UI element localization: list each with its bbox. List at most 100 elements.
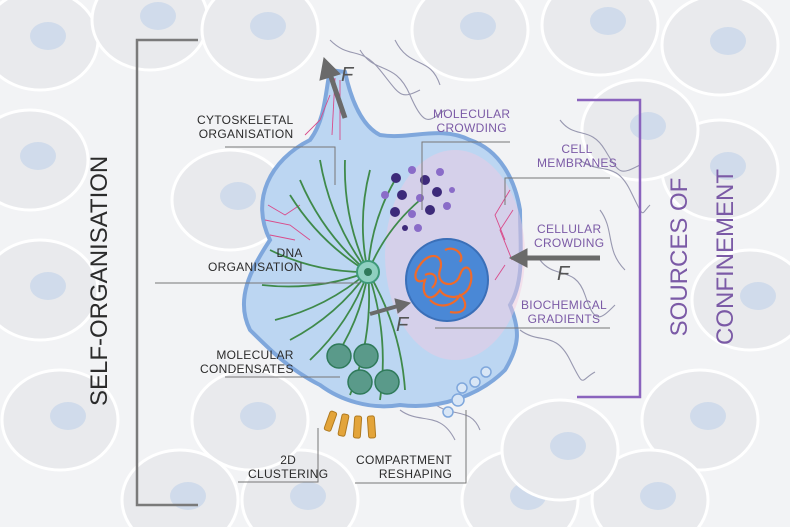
background-cell-nucleus (290, 482, 326, 510)
self-organisation-label: SELF-ORGANISATION (86, 155, 113, 406)
crowder-molecule (408, 166, 416, 174)
ecm-fiber (394, 39, 441, 86)
background-cell-nucleus (50, 402, 86, 430)
crowder-molecule (381, 191, 389, 199)
force-arrow-top (327, 73, 348, 119)
background-cell-nucleus (630, 112, 666, 140)
cluster-receptor (337, 413, 350, 437)
ecm-fiber (329, 39, 421, 96)
condensate (374, 369, 400, 395)
molecular-condensates-label: MOLECULAR CONDENSATES (200, 348, 294, 376)
leader-cytoskeletal (225, 146, 336, 185)
crowder-molecule (408, 210, 416, 218)
background-cell-nucleus (170, 482, 206, 510)
ecm-fiber (519, 329, 596, 381)
ecm-fiber (559, 119, 641, 172)
cluster-receptor (323, 410, 338, 432)
background-cell-nucleus (250, 12, 286, 40)
actin-fiber (494, 264, 506, 281)
molecular-crowding-label: MOLECULAR CROWDING (433, 107, 511, 135)
cluster-receptor (366, 415, 377, 439)
chromatin (414, 247, 473, 314)
actin-fiber (264, 219, 311, 241)
background-cell (540, 0, 660, 77)
actin-fiber (267, 204, 301, 216)
background-cell-nucleus (710, 152, 746, 180)
microtubule (343, 159, 369, 273)
2d-clustering-label: 2D CLUSTERING (248, 453, 329, 481)
background-cell-nucleus (690, 402, 726, 430)
crowder-molecule (425, 205, 435, 215)
force-symbol-right: F (557, 263, 570, 285)
force-arrow-inner (369, 304, 399, 316)
centriole (364, 268, 372, 276)
ecm-fiber (539, 259, 616, 318)
background-cell-nucleus (140, 2, 176, 30)
condensate (326, 343, 352, 369)
cell-membranes-label: CELL MEMBRANES (537, 142, 618, 170)
background-cell-nucleus (30, 22, 66, 50)
compartment-reshaping-label: COMPARTMENT RESHAPING (356, 453, 453, 481)
crowder-molecule (402, 225, 408, 231)
microtubule (367, 271, 406, 391)
force-symbol-inner: F (396, 314, 409, 336)
compartments (442, 366, 492, 418)
crowder-molecule (432, 187, 442, 197)
dna-strand (424, 272, 438, 289)
2d-clusters (323, 410, 377, 439)
background-cell-nucleus (740, 282, 776, 310)
vesicle (442, 406, 454, 418)
crowder-molecule (416, 194, 424, 202)
background-cell-nucleus (640, 482, 676, 510)
crowder-molecule (443, 202, 451, 210)
force-arrowhead-right (508, 248, 528, 268)
cluster-receptor (352, 415, 363, 439)
vesicle (456, 382, 468, 394)
force-arrowhead-inner (394, 298, 412, 314)
force-arrowhead-top (319, 56, 341, 81)
background-cell-nucleus (240, 402, 276, 430)
crowder-molecule (449, 187, 455, 193)
crowder-molecule (390, 207, 400, 217)
biochemical-gradients-label: BIOCHEMICAL GRADIENTS (521, 298, 607, 326)
background-cell-nucleus (20, 142, 56, 170)
condensate (353, 343, 379, 369)
molecular-condensates (326, 343, 400, 395)
background-cell-nucleus (220, 182, 256, 210)
dna-strand (429, 293, 467, 314)
ecm-fiber (579, 159, 651, 214)
leader-clustering (238, 428, 319, 483)
dna-strand (414, 254, 473, 299)
microtubule (299, 179, 369, 273)
confinement-label: CONFINEMENT (712, 169, 739, 345)
actin-fiber (499, 209, 514, 261)
actin-fiber (269, 234, 296, 241)
crowder-molecule (397, 190, 407, 200)
dna-organisation-label: DNA ORGANISATION (208, 246, 303, 274)
vesicle (451, 393, 465, 407)
confinement-bracket (577, 98, 642, 399)
background-cell-nucleus (550, 432, 586, 460)
cell-body (241, 67, 523, 409)
ecm-fiber (359, 49, 446, 120)
background-cell (410, 0, 530, 82)
ecm-fibers (329, 39, 651, 441)
force-arrows (319, 56, 600, 316)
vesicle (480, 366, 492, 378)
leader-crowding (421, 141, 510, 210)
background-cell-nucleus (710, 27, 746, 55)
cellular-crowding-label: CELLULAR CROWDING (534, 222, 605, 250)
background-cell (200, 0, 320, 82)
cytoskeletal-organisation-label: CYTOSKELETAL ORGANISATION (197, 113, 294, 141)
background-cell-nucleus (460, 12, 496, 40)
background-cell-nucleus (590, 7, 626, 35)
dna-strand (444, 247, 463, 263)
background-cell-nucleus (30, 272, 66, 300)
vesicle (469, 376, 481, 388)
condensate (347, 369, 373, 395)
sources-of-label: SOURCES OF (666, 177, 693, 337)
leader-compartment (355, 410, 467, 484)
crowder-molecule (391, 173, 401, 183)
